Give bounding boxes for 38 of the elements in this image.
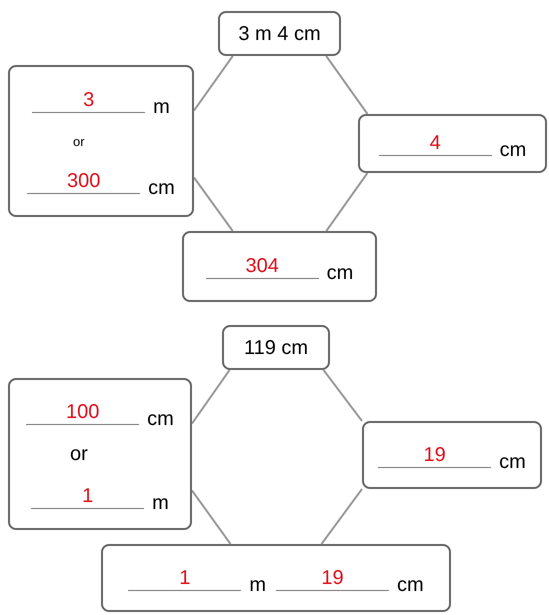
- unit-text: m: [153, 97, 170, 118]
- or-text: or: [70, 444, 88, 464]
- answer-line: 3: [32, 88, 146, 114]
- answer-line: 100: [26, 400, 140, 424]
- unit-text: cm: [397, 574, 424, 594]
- unit-text: cm: [148, 178, 175, 198]
- or-text: or: [73, 134, 85, 148]
- answer-box: [8, 378, 192, 530]
- answer-line: 1: [31, 484, 144, 508]
- unit-text: cm: [326, 263, 354, 283]
- unit-text: m: [249, 574, 266, 594]
- connector-line: [322, 369, 363, 422]
- answer-box: [182, 231, 377, 302]
- measure-text: 3 m 4 cm: [238, 24, 321, 44]
- connector-line: [193, 55, 234, 112]
- connector-line: [191, 369, 230, 424]
- connector-line: [320, 488, 363, 545]
- connector-line: [325, 55, 368, 115]
- answer-line: 304: [206, 254, 319, 279]
- connector-line: [191, 490, 232, 545]
- unit-text: cm: [499, 452, 526, 472]
- answer-box: [222, 325, 330, 370]
- unit-text: cm: [147, 408, 174, 428]
- answer-box: [8, 65, 194, 217]
- answer-line: 300: [27, 168, 140, 194]
- measure-text: 119 cm: [244, 338, 308, 358]
- answer-box: [362, 421, 542, 489]
- answer-box: [101, 544, 451, 612]
- answer-line: 19: [276, 566, 389, 590]
- answer-line: 19: [378, 442, 492, 468]
- answer-box: [218, 11, 341, 56]
- connector-line: [193, 176, 234, 232]
- answer-line: 4: [378, 131, 492, 156]
- connector-line: [325, 172, 368, 232]
- answer-line: 1: [128, 566, 242, 590]
- unit-text: m: [152, 492, 169, 512]
- answer-box: [358, 114, 547, 173]
- unit-text: cm: [500, 140, 526, 160]
